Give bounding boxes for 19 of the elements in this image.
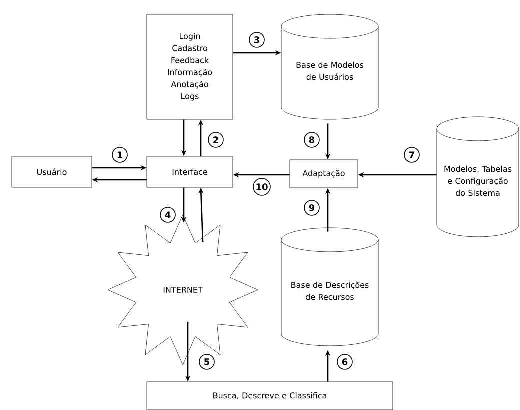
database-cylinder: Modelos, Tabelas e Configuração do Sistema	[436, 116, 520, 238]
edge-label: 5	[199, 354, 215, 370]
edge-label: 1	[112, 147, 128, 163]
edge-label: 3	[249, 32, 265, 48]
edge-label: 9	[304, 200, 320, 216]
node-label: Modelos, Tabelas e Configuração do Sistema	[444, 166, 512, 196]
process-box: Usuário	[12, 156, 92, 188]
edge-label: 10	[253, 178, 271, 196]
edge-label: 7	[404, 147, 420, 163]
edge-label: 8	[304, 132, 320, 148]
process-box: Adaptação	[290, 160, 358, 188]
edge-label: 6	[337, 354, 353, 370]
database-cylinder: Base de Modelos de Usuários	[281, 14, 379, 120]
database-cylinder: Base de Descrições de Recursos	[281, 228, 379, 346]
process-box: Interface	[146, 156, 234, 188]
edge-label: 2	[208, 132, 224, 148]
edge-label: 4	[160, 207, 176, 223]
process-box: Busca, Descreve e Classifica	[146, 382, 394, 410]
process-box: Login Cadastro Feedback Informação Anotação Logs	[146, 14, 234, 120]
